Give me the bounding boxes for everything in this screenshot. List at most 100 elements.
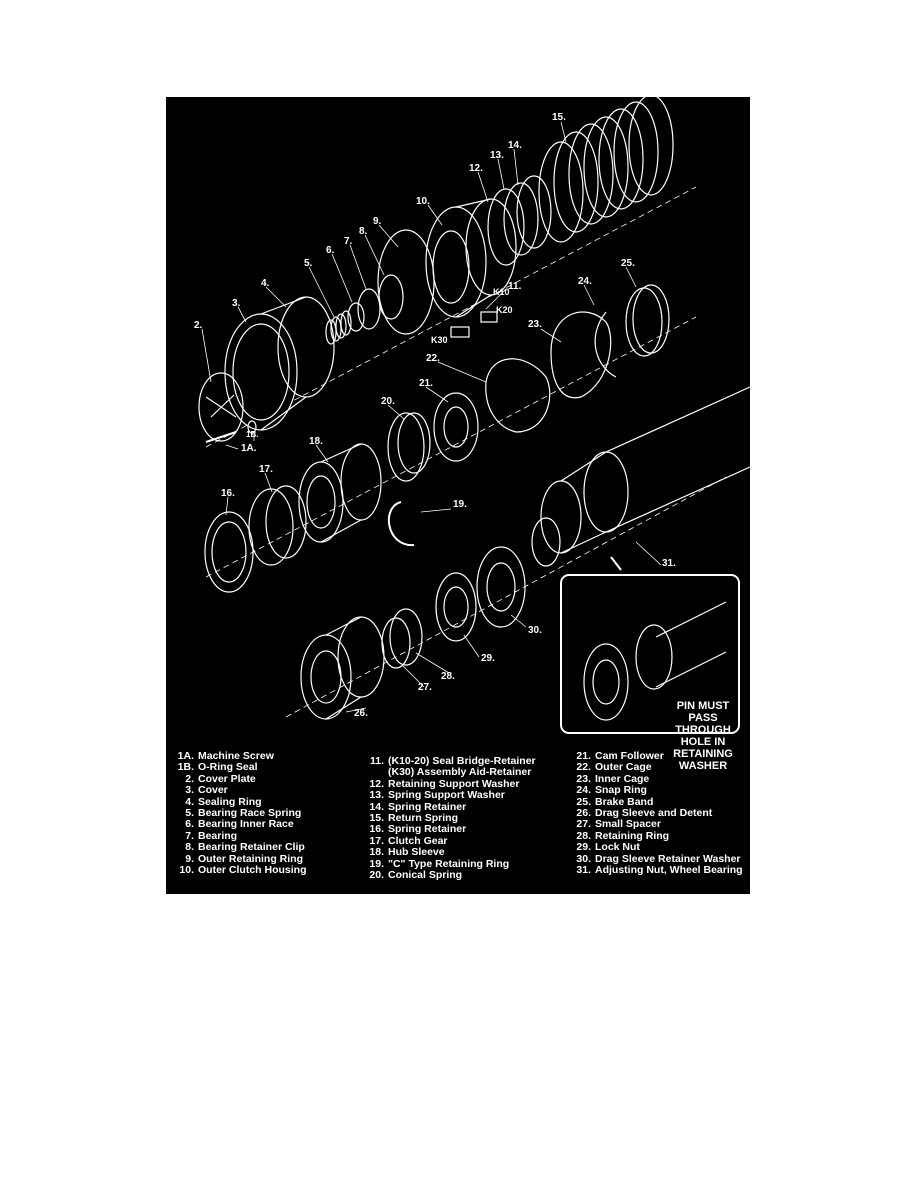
callout-16: 16. [221,488,235,499]
legend-item: 8.Bearing Retainer Clip [170,841,307,854]
legend-item: 27.Small Spacer [569,818,743,831]
retaining-ring-28 [389,608,423,666]
legend-item-number: 16. [369,823,384,836]
legend-item: 24.Snap Ring [569,784,743,796]
spring-support-washer-13 [503,182,539,256]
legend-item-label: Machine Screw [198,750,274,762]
callout-5: 5. [304,258,313,269]
brake-band-25 [625,287,663,357]
legend-item-number: 19. [369,857,384,870]
legend-item: 21. Cam Follower [569,750,743,762]
c-type-retaining-ring-19 [387,501,415,547]
legend-item: 7. Bearing [170,829,307,842]
exploded-hub-diagram: 15. 14. 13. 12. 10. 9. 8. 7. 6. 5. 4. 3.… [166,97,750,894]
legend-item-label: Cover Plate [198,772,256,785]
hub-sleeve-18 [298,443,382,543]
inset-pointer-arrow [610,556,622,571]
legend-item-label: Bearing Retainer Clip [198,841,305,854]
legend-item-number: 20. [369,869,384,882]
legend-item-label: Drag Sleeve and Detent [595,807,713,820]
legend-column-2: 11.(K10-20) Seal Bridge-Retainer(K30) As… [362,755,536,882]
legend-item-number: 17. [369,834,384,847]
marker-k30: K30 [431,335,448,345]
seal-bridge-retainer-11 [450,326,470,338]
legend-item-number: 28. [576,829,591,842]
legend-item: 13. Spring Support Washer [362,789,536,802]
callout-7: 7. [344,236,353,247]
cover-plate-emblem [205,394,237,418]
legend-item-label: Spring Retainer [388,823,467,836]
marker-k20: K20 [496,305,513,315]
spring-retainer-14 [516,175,552,249]
legend-item: 4.Sealing Ring [170,796,307,808]
legend-item: 18.Hub Sleeve [362,846,536,859]
callout-3: 3. [232,298,241,309]
legend-item-number: 6. [185,818,194,831]
legend-item-number: 9. [185,852,194,865]
callout-27: 27. [418,682,432,693]
legend-item: 15.Return Spring [362,812,536,824]
legend-item-label: Retaining Ring [595,829,670,842]
callout-21: 21. [419,378,433,389]
callout-20: 20. [381,396,395,407]
legend-item-number: 10. [179,864,194,877]
callout-15: 15. [552,112,566,123]
cover-3 [224,296,335,431]
axis-line-bottom [285,476,727,718]
inset-caption: PIN MUST PASS THROUGH HOLE IN RETAINING … [673,700,733,772]
bearing-retainer-clip-8 [378,274,404,320]
legend-item-number: 22. [576,761,591,774]
legend-item-number: 26. [576,807,591,820]
legend-item-label: Clutch Gear [388,834,448,847]
legend-item-label: Drag Sleeve Retainer Washer [595,852,741,865]
diagram-artwork [198,97,750,734]
legend-item-label: Hub Sleeve [388,846,445,859]
callout-14: 14. [508,140,522,151]
legend-item: 10.Outer Clutch Housing [170,864,306,877]
outer-clutch-housing-10 [425,198,517,318]
callout-19: 19. [453,499,467,510]
callout-22: 22. [426,353,440,364]
callout-23: 23. [528,319,542,330]
legend-item: 11.(K10-20) Seal Bridge-Retainer [362,755,536,767]
callout-13: 13. [490,150,504,161]
clutch-gear-17 [248,488,294,566]
legend-item-label: Cam Follower [595,750,664,762]
legend-item-label: Spring Support Washer [388,789,505,802]
legend-item: 25.Brake Band [569,796,743,808]
legend-item-number: 7. [185,829,194,842]
legend-item: 16. Spring Retainer [362,823,536,836]
drag-sleeve-and-detent-26 [300,616,385,720]
legend-item-number: 31. [576,864,591,877]
legend-item-label: Cover [198,784,228,797]
legend-item: 23.Inner Cage [569,772,743,785]
marker-k10: K10 [493,287,510,297]
legend-item-number: 21. [576,750,591,762]
return-spring-15 [538,97,674,243]
inset-detail [560,556,740,734]
callout-28: 28. [441,671,455,682]
callout-26: 26. [354,708,368,719]
legend-item-label: O-Ring Seal [198,761,258,774]
legend-item-label: (K10-20) Seal Bridge-Retainer [388,755,536,767]
outer-cage-22 [485,358,551,433]
legend-item-number: 13. [369,789,384,802]
legend-item-label: (K30) Assembly Aid-Retainer [388,766,532,779]
cam-follower-21 [433,392,479,462]
legend-item: 22.Outer Cage [569,761,743,774]
legend-item-label: Lock Nut [595,841,640,854]
legend-item: 29.Lock Nut [569,841,743,854]
callout-8: 8. [359,226,368,237]
callout-18: 18. [309,436,323,447]
inner-cage-23 [550,311,612,399]
bearing-race-spring-5 [325,310,352,345]
callout-4: 4. [261,278,270,289]
legend-item: 14.Spring Retainer [362,801,536,813]
callout-10: 10. [416,196,430,207]
legend-item-number: 23. [576,772,591,785]
callout-12: 12. [469,163,483,174]
legend-item-label: Bearing [198,829,238,842]
legend-item-number: 12. [369,777,384,790]
legend-item-number: 27. [576,818,591,831]
